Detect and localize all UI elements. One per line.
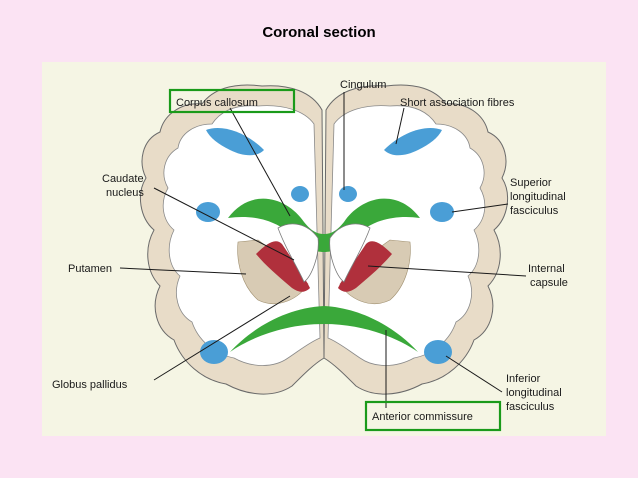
left-cingulum <box>291 186 309 202</box>
leader-inferior-longitudinal-fasciculus <box>445 355 503 393</box>
leader-putamen <box>119 267 247 275</box>
leader-corpus-callosum <box>229 107 291 217</box>
label-short-association-fibres: Short association fibres <box>400 97 515 109</box>
brain-outline <box>139 84 509 395</box>
leader-internal-capsule <box>367 265 527 277</box>
right-superior-longitudinal-fasciculus <box>430 202 454 222</box>
leader-lines <box>119 92 527 408</box>
basal-ganglia <box>237 239 411 304</box>
right-short-association-fibres <box>384 128 442 156</box>
corpus-callosum-highlight-box <box>168 88 296 114</box>
right-internal-capsule <box>338 241 392 292</box>
leader-short-association-fibres <box>395 107 405 145</box>
coronal-section-diagram: Corpus callosum Cingulum Short associati… <box>52 79 568 432</box>
anterior-commissure-shape <box>230 306 418 352</box>
corpus-callosum <box>228 198 420 352</box>
label-inferior-line2: longitudinal <box>506 387 562 399</box>
label-globus-pallidus: Globus pallidus <box>52 379 128 391</box>
slide-title: Coronal section <box>262 24 376 41</box>
left-inferior-longitudinal-fasciculus <box>200 340 228 364</box>
left-internal-capsule <box>256 241 310 292</box>
corpus-callosum-body <box>228 198 420 252</box>
label-cingulum: Cingulum <box>340 79 386 91</box>
label-caudate-line1: Caudate <box>102 173 144 185</box>
anterior-commissure-highlight-box <box>364 400 502 432</box>
association-fibres <box>196 128 454 364</box>
leader-superior-longitudinal-fasciculus <box>451 203 509 213</box>
right-cingulum <box>339 186 357 202</box>
label-inferior-line3: fasciculus <box>506 401 555 413</box>
right-ventricle <box>329 223 371 283</box>
leader-caudate-nucleus <box>153 187 295 261</box>
left-superior-longitudinal-fasciculus <box>196 202 220 222</box>
labels: Corpus callosum Cingulum Short associati… <box>52 79 568 423</box>
left-short-association-fibres <box>206 128 264 156</box>
label-inferior-line1: Inferior <box>506 373 541 385</box>
figure-panel: Corpus callosum Cingulum Short associati… <box>42 62 606 436</box>
internal-capsule <box>256 241 392 292</box>
label-internal-line1: Internal <box>528 263 565 275</box>
label-caudate-line2: nucleus <box>106 187 144 199</box>
lateral-ventricles <box>277 223 371 283</box>
label-internal-line2: capsule <box>530 277 568 289</box>
label-superior-line1: Superior <box>510 177 552 189</box>
left-ventricle <box>277 223 319 283</box>
leader-globus-pallidus <box>153 295 291 381</box>
label-superior-line2: longitudinal <box>510 191 566 203</box>
label-corpus-callosum: Corpus callosum <box>176 97 258 109</box>
right-inferior-longitudinal-fasciculus <box>424 340 452 364</box>
label-superior-line3: fasciculus <box>510 205 559 217</box>
label-putamen: Putamen <box>68 263 112 275</box>
label-anterior-commissure: Anterior commissure <box>372 411 473 423</box>
